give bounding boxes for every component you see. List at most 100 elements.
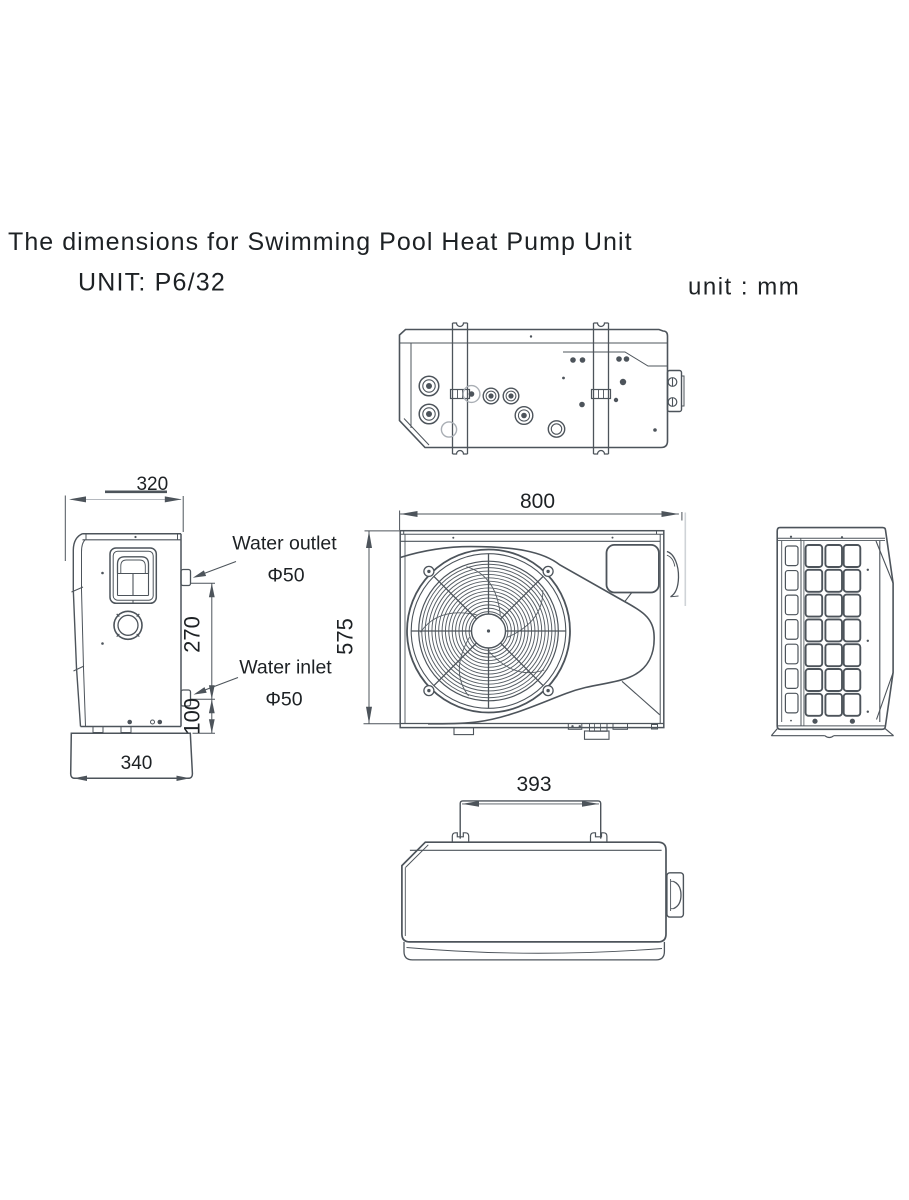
grid-cell-r2c1 bbox=[804, 568, 824, 593]
base-width-dim: 340 bbox=[121, 753, 153, 774]
right-view-dot-1 bbox=[789, 535, 793, 538]
front-foot-left bbox=[453, 727, 475, 736]
strap-2-sides bbox=[592, 323, 610, 454]
strap-2-buckle-slot bbox=[598, 389, 604, 399]
handle-tick bbox=[670, 595, 679, 598]
water-outlet-diameter-label: Φ50 bbox=[267, 565, 304, 587]
side-cap-ticks bbox=[85, 533, 178, 540]
left-cell-5 bbox=[784, 643, 799, 665]
strap-1-buckle bbox=[449, 388, 471, 400]
front-width-ext-lines bbox=[399, 510, 683, 530]
fitting-circle-7-ring-1 bbox=[547, 420, 566, 438]
fitting-d bbox=[651, 724, 658, 730]
fitting-c bbox=[612, 723, 628, 730]
grid-cell-r4c2 bbox=[824, 618, 843, 643]
grid-cell-r5c1 bbox=[804, 643, 824, 668]
port-tick-45 bbox=[136, 613, 140, 618]
fitting-dot-1 bbox=[571, 725, 574, 728]
port-dim-ext-lines bbox=[190, 582, 215, 734]
grid-cell-r3c2 bbox=[824, 593, 843, 618]
right-view-side-dot-2 bbox=[866, 639, 869, 642]
fitting-circle-3-ring-1 bbox=[462, 384, 481, 404]
side-panel-dot-1 bbox=[101, 571, 104, 575]
front-panel-contour bbox=[399, 545, 655, 725]
terminal-box bbox=[666, 369, 683, 413]
fitting-dot-2 bbox=[578, 725, 581, 728]
bottom-view: 393 bbox=[401, 773, 685, 961]
front-cap-dot-1 bbox=[452, 536, 455, 539]
left-cell-4 bbox=[784, 619, 799, 640]
port-spacing-arrow-top bbox=[208, 583, 215, 598]
front-width-arrow-left bbox=[400, 511, 418, 517]
water-outlet-stub bbox=[180, 568, 192, 587]
bottom-tab-right bbox=[589, 832, 608, 843]
top-view bbox=[398, 322, 685, 455]
strap-1-sides bbox=[451, 323, 469, 454]
bottom-base-curve bbox=[406, 947, 663, 954]
port-spacing-dim-label: 270 bbox=[180, 616, 205, 653]
top-view-screw-dot-2 bbox=[579, 357, 586, 363]
grid-cell-r7c2 bbox=[824, 692, 843, 717]
strap-2-top-notch bbox=[593, 322, 609, 328]
side-left-edge-inner bbox=[81, 539, 86, 727]
front-right-handle bbox=[666, 550, 680, 598]
left-cell-1 bbox=[784, 545, 799, 567]
front-view: 800 575 bbox=[333, 490, 687, 740]
fitting-circle-5-ring-2 bbox=[505, 390, 517, 402]
fitting-circle-1-dot bbox=[426, 383, 432, 389]
grid-cell-r1c1 bbox=[804, 544, 824, 568]
top-view-screw-dot-10 bbox=[653, 428, 657, 432]
fitting-circle-5-dot bbox=[508, 393, 514, 399]
grid-cell-r6c2 bbox=[824, 668, 843, 692]
model-label: UNIT: P6/32 bbox=[78, 269, 226, 297]
fan-blade-4 bbox=[458, 636, 470, 697]
attachment-clip bbox=[673, 880, 682, 910]
front-cap-ticks bbox=[403, 530, 657, 535]
grid-cell-r1c3 bbox=[842, 544, 862, 568]
strap-1-bottom-notch bbox=[452, 449, 468, 455]
side-cap-dot bbox=[134, 535, 137, 539]
grid-cell-r4c1 bbox=[804, 618, 824, 643]
right-view-drain-dot bbox=[790, 719, 792, 722]
bottom-inner-chamfer bbox=[405, 844, 429, 868]
side-handle-arch-outer bbox=[116, 556, 150, 574]
fitting-b-pins bbox=[594, 723, 601, 731]
right-view-dot-2 bbox=[840, 536, 844, 539]
front-height-dim-label: 575 bbox=[333, 618, 358, 655]
side-left-edge-outer bbox=[72, 533, 83, 727]
page-title: The dimensions for Swimming Pool Heat Pu… bbox=[8, 228, 633, 256]
front-bottom-fittings bbox=[567, 723, 658, 732]
grid-cell-r6c3 bbox=[842, 668, 862, 692]
fitting-circle-4-ring-1 bbox=[482, 387, 500, 405]
water-outlet-label: Water outlet bbox=[232, 533, 337, 555]
base-width-arrow-left bbox=[73, 775, 87, 781]
fan-hub-dot bbox=[486, 629, 491, 633]
top-view-screw-dot-7 bbox=[613, 397, 619, 403]
grid-cell-r1c2 bbox=[824, 544, 843, 568]
right-view-drain-1 bbox=[812, 718, 818, 724]
top-view-screw-dot-6 bbox=[579, 401, 585, 408]
fan-ear-dot-45 bbox=[546, 569, 550, 574]
top-view-screw-dot-9 bbox=[529, 335, 533, 338]
grille-spoke-8 bbox=[500, 642, 544, 687]
top-width-dim-label: 320 bbox=[136, 474, 168, 495]
bottom-tab-left bbox=[451, 832, 470, 843]
fan-shroud-outer-ring bbox=[406, 548, 571, 714]
front-width-dim-label: 800 bbox=[520, 490, 555, 513]
grid-cell-r5c3 bbox=[842, 643, 862, 668]
right-side-view bbox=[770, 526, 894, 739]
right-view-side-dot-3 bbox=[866, 710, 869, 713]
port-tick-135 bbox=[116, 613, 120, 618]
top-view-inner-step bbox=[563, 351, 668, 367]
right-view-grille-cells bbox=[784, 544, 862, 717]
side-handle-arch-inner bbox=[120, 559, 146, 574]
fitting-circle-1-ring-1 bbox=[418, 375, 440, 397]
bracket-width-arrow-right bbox=[582, 801, 599, 807]
handle-outer-curve bbox=[666, 550, 680, 598]
front-width-arrow-right bbox=[661, 511, 679, 517]
left-cell-6 bbox=[784, 668, 799, 689]
water-inlet-arrow bbox=[193, 687, 207, 695]
fan-ear-dot-135 bbox=[427, 569, 431, 574]
